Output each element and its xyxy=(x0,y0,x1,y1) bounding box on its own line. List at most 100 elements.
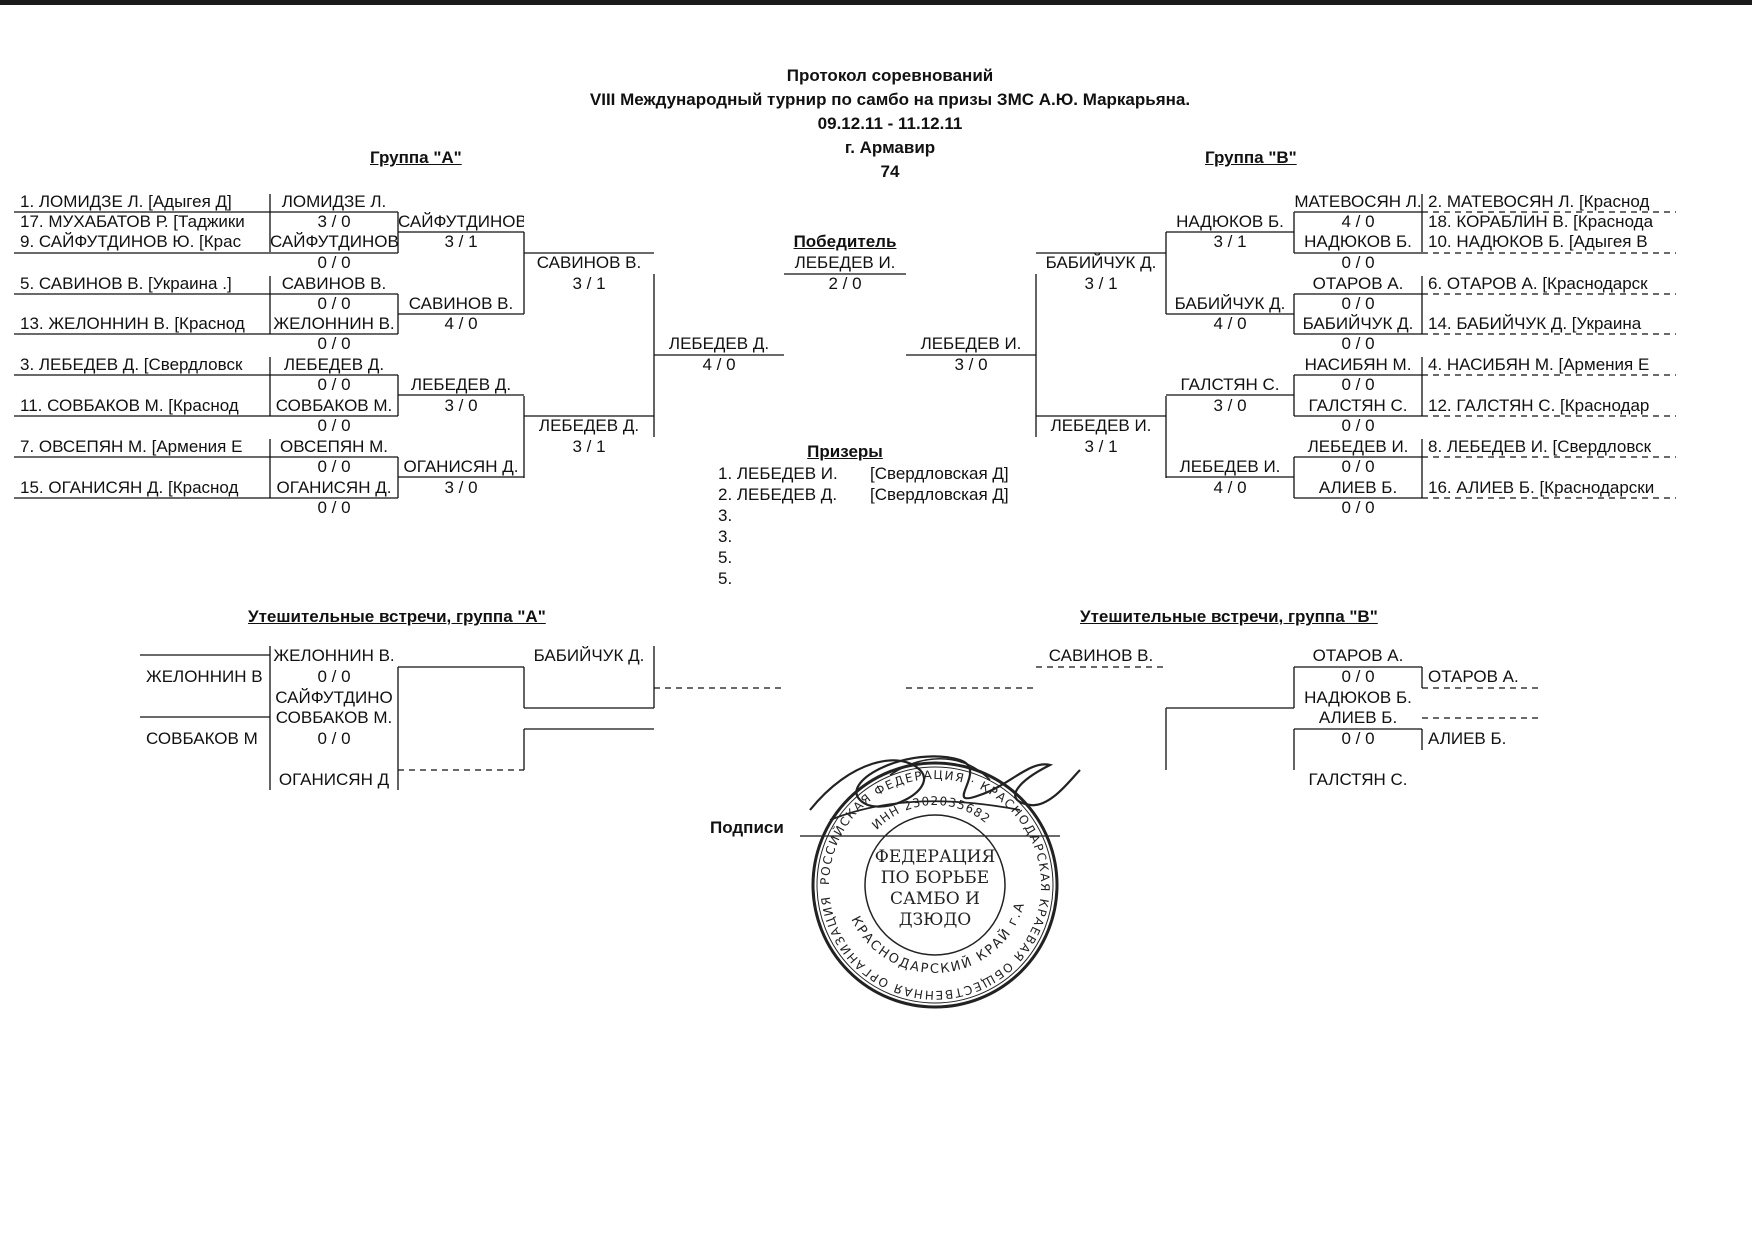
group-b-r1-name: БАБИЙЧУК Д. xyxy=(1302,314,1414,333)
group-a-r3-score: 3 / 1 xyxy=(572,274,606,293)
group-a-r1-score: 0 / 0 xyxy=(317,416,351,435)
winner-label: Победитель xyxy=(793,232,897,251)
prize-place: 2. ЛЕБЕДЕВ Д. xyxy=(718,485,838,504)
signatures-label: Подписи xyxy=(710,818,784,837)
prize-place: 1. ЛЕБЕДЕВ И. xyxy=(718,464,838,483)
group-b-entrant: 8. ЛЕБЕДЕВ И. [Свердловск xyxy=(1428,437,1652,456)
group-b-entrant: 12. ГАЛСТЯН С. [Краснодар xyxy=(1428,396,1650,415)
group-a-r1-name: СОВБАКОВ М. xyxy=(275,396,393,415)
group-a-r2-score: 4 / 0 xyxy=(444,314,478,333)
group-a-entrant: 11. СОВБАКОВ М. [Краснод xyxy=(20,396,239,415)
tournament-dates: 09.12.11 - 11.12.11 xyxy=(817,114,963,133)
group-b-r2-name: НАДЮКОВ Б. xyxy=(1176,212,1284,231)
group-b-entrant: 14. БАБИЙЧУК Д. [Украина xyxy=(1428,314,1642,333)
winner-score: 2 / 0 xyxy=(828,274,862,293)
consolation-b-match-name: АЛИЕВ Б. xyxy=(1318,708,1398,727)
group-b-final-name: ЛЕБЕДЕВ И. xyxy=(920,334,1022,353)
seal-center-line: САМБО И xyxy=(890,889,980,909)
group-a-r1-score: 0 / 0 xyxy=(317,253,351,272)
consolation-a-entrant: СОВБАКОВ М xyxy=(146,729,258,748)
group-a-entrant: 9. САЙФУТДИНОВ Ю. [Крас xyxy=(20,232,242,251)
group-b-r1-score: 0 / 0 xyxy=(1341,334,1375,353)
group-a-entrant: 7. ОВСЕПЯН М. [Армения Е xyxy=(20,437,243,456)
group-b-r1-score: 0 / 0 xyxy=(1341,294,1375,313)
prize-team: [Свердловская Д] xyxy=(870,485,1009,504)
prize-place: 3. xyxy=(718,527,733,546)
group-a-r2-name: САЙФУТДИНОВ xyxy=(398,212,524,231)
group-b-entrant: 6. ОТАРОВ А. [Краснодарск xyxy=(1428,274,1648,293)
group-b-r1-name: ОТАРОВ А. xyxy=(1312,274,1404,293)
winner-name: ЛЕБЕДЕВ И. xyxy=(794,253,896,272)
group-b-r2-name: БАБИЙЧУК Д. xyxy=(1174,294,1286,313)
consolation-b-entrant: ОТАРОВ А. xyxy=(1428,667,1519,686)
group-a-entrant: 15. ОГАНИСЯН Д. [Краснод xyxy=(20,478,239,497)
group-a-r1-name: ЛЕБЕДЕВ Д. xyxy=(283,355,385,374)
consolation-a-match-name: СОВБАКОВ М. xyxy=(275,708,393,727)
seal-center-line: ФЕДЕРАЦИЯ xyxy=(875,847,995,867)
group-b-entrant: 4. НАСИБЯН М. [Армения Е xyxy=(1428,355,1650,374)
group-b-r2-name: ГАЛСТЯН С. xyxy=(1180,375,1280,394)
group-b-r1-score: 0 / 0 xyxy=(1341,253,1375,272)
tournament-city: г. Армавир xyxy=(844,138,936,157)
group-a-entrant: 1. ЛОМИДЗЕ Л. [Адыгея Д] xyxy=(20,192,232,211)
group-b-r2-score: 3 / 1 xyxy=(1213,232,1247,251)
consolation-b-match-name: НАДЮКОВ Б. xyxy=(1304,688,1412,707)
group-a-r1-score: 0 / 0 xyxy=(317,375,351,394)
group-b-r1-score: 4 / 0 xyxy=(1341,212,1375,231)
group-b-r1-name: НАСИБЯН М. xyxy=(1304,355,1412,374)
group-a-r3-name: САВИНОВ В. xyxy=(536,253,642,272)
group-b-r1-name: НАДЮКОВ Б. xyxy=(1304,232,1412,251)
group-a-r1-name: САЙФУТДИНОВ xyxy=(270,232,398,251)
group-b-r3-name: ЛЕБЕДЕВ И. xyxy=(1050,416,1152,435)
group-b-r1-score: 0 / 0 xyxy=(1341,416,1375,435)
consolation-a-match-name: ЖЕЛОННИН В. xyxy=(273,646,395,665)
consolation-b-title: Утешительные встречи, группа "В" xyxy=(1080,607,1378,626)
consolation-a-match-name: ОГАНИСЯН Д xyxy=(278,770,390,789)
prize-place: 3. xyxy=(718,506,733,525)
seal-center-line: ДЗЮДО xyxy=(899,910,971,930)
protocol-title: Протокол соревнований xyxy=(786,66,994,85)
group-b-r3-name: БАБИЙЧУК Д. xyxy=(1045,253,1157,272)
tournament-title: VIII Международный турнир по самбо на пр… xyxy=(589,90,1191,109)
consolation-a-match-score: 0 / 0 xyxy=(317,667,351,686)
consolation-a-entrant: ЖЕЛОННИН В xyxy=(146,667,263,686)
consolation-a-match-score: 0 / 0 xyxy=(317,729,351,748)
seal-center-line: ПО БОРЬБЕ xyxy=(881,868,989,888)
group-b-r2-name: ЛЕБЕДЕВ И. xyxy=(1179,457,1281,476)
group-a-r1-name: ЛОМИДЗЕ Л. xyxy=(281,192,387,211)
scan-edge xyxy=(0,0,1752,5)
group-b-entrant: 16. АЛИЕВ Б. [Краснодарски xyxy=(1428,478,1655,497)
group-b-entrant: 18. КОРАБЛИН В. [Краснода xyxy=(1428,212,1654,231)
consolation-a-title: Утешительные встречи, группа "А" xyxy=(248,607,546,626)
group-a-entrant: 17. МУХАБАТОВ Р. [Таджики xyxy=(20,212,245,231)
group-b-r2-score: 3 / 0 xyxy=(1213,396,1247,415)
group-b-r3-score: 3 / 1 xyxy=(1084,274,1118,293)
group-b-r3-score: 3 / 1 xyxy=(1084,437,1118,456)
group-a-r2-score: 3 / 0 xyxy=(444,396,478,415)
group-a-entrant: 3. ЛЕБЕДЕВ Д. [Свердловск xyxy=(20,355,243,374)
group-a-r1-score: 3 / 0 xyxy=(317,212,351,231)
consolation-a-r2-name: БАБИЙЧУК Д. xyxy=(533,646,645,665)
group-b-r2-score: 4 / 0 xyxy=(1213,478,1247,497)
consolation-a-match-name: САЙФУТДИНО xyxy=(275,688,393,707)
group-b-entrant: 2. МАТЕВОСЯН Л. [Краснод xyxy=(1428,192,1650,211)
group-a-r1-score: 0 / 0 xyxy=(317,334,351,353)
prize-team: [Свердловская Д] xyxy=(870,464,1009,483)
consolation-b-match-score: 0 / 0 xyxy=(1341,729,1375,748)
consolation-b-match-name: ГАЛСТЯН С. xyxy=(1308,770,1408,789)
group-a-final-name: ЛЕБЕДЕВ Д. xyxy=(668,334,770,353)
consolation-b-match-score: 0 / 0 xyxy=(1341,667,1375,686)
group-b-final-score: 3 / 0 xyxy=(954,355,988,374)
group-a-r2-name: ЛЕБЕДЕВ Д. xyxy=(410,375,512,394)
group-b-r1-name: ЛЕБЕДЕВ И. xyxy=(1307,437,1409,456)
group-a-r2-name: САВИНОВ В. xyxy=(408,294,514,313)
group-a-title: Группа "А" xyxy=(370,148,462,167)
group-a-r3-name: ЛЕБЕДЕВ Д. xyxy=(538,416,640,435)
weight-category: 74 xyxy=(880,162,900,181)
federation-seal: РОССИЙСКАЯ ФЕДЕРАЦИЯ · КРАСНОДАРСКАЯ КРА… xyxy=(810,750,1059,1009)
group-a-r1-score: 0 / 0 xyxy=(317,498,351,517)
group-b-r1-name: АЛИЕВ Б. xyxy=(1318,478,1398,497)
prize-place: 5. xyxy=(718,569,733,588)
prizes-label: Призеры xyxy=(807,442,883,461)
